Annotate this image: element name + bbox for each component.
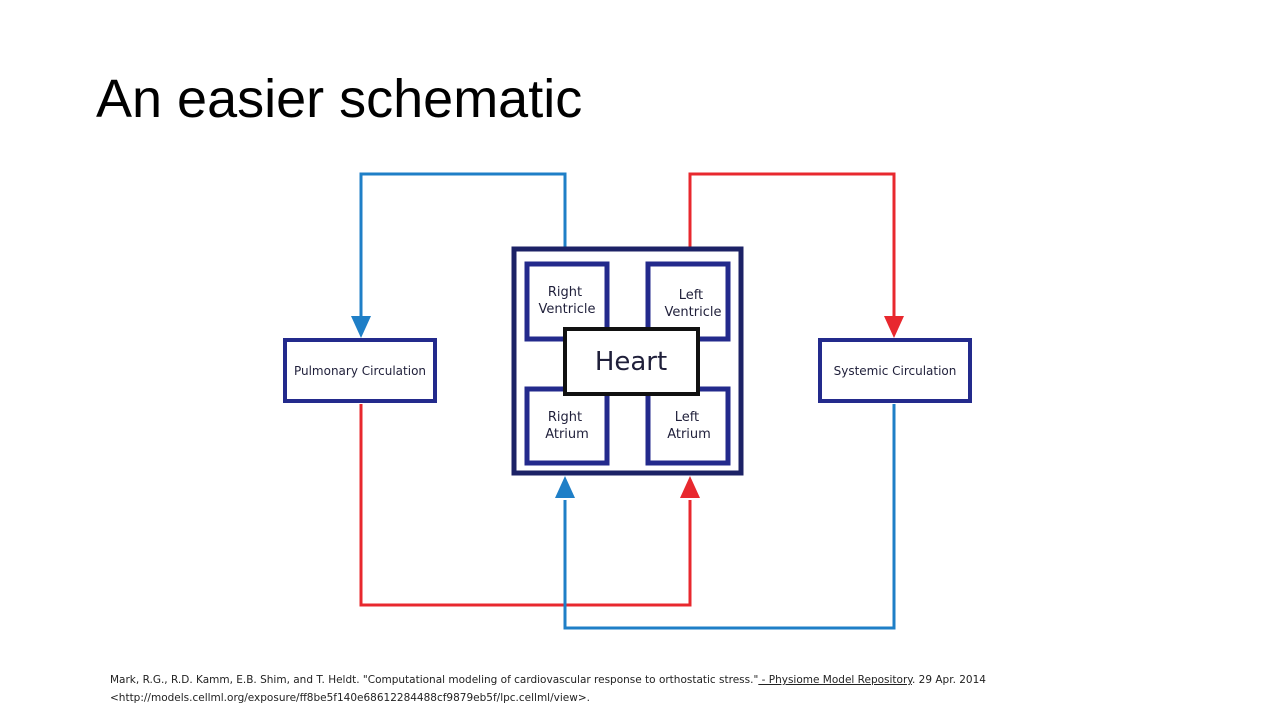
citation-date: . 29 Apr. 2014: [912, 674, 986, 686]
pulmonary-circulation-label: Pulmonary Circulation: [294, 364, 426, 378]
citation-authors-title: Mark, R.G., R.D. Kamm, E.B. Shim, and T.…: [110, 674, 759, 686]
citation: Mark, R.G., R.D. Kamm, E.B. Shim, and T.…: [110, 671, 1110, 707]
rv-to-pulmonary-line: [359, 172, 567, 320]
right-ventricle-box: [524, 261, 610, 342]
left-ventricle-label-line1: Left: [679, 288, 703, 303]
left-atrium-label-line1: Left: [675, 410, 699, 425]
systemic-to-ra-line: [563, 404, 896, 630]
right-ventricle-label: Right Ventricle: [539, 285, 596, 317]
right-ventricle-label-line2: Ventricle: [539, 302, 596, 317]
citation-line-1: Mark, R.G., R.D. Kamm, E.B. Shim, and T.…: [110, 671, 1110, 689]
heart-label: Heart: [595, 347, 667, 377]
right-atrium-label-line2: Atrium: [545, 427, 589, 442]
flow-lines: [359, 172, 896, 630]
pulmonary-circulation-box: [283, 338, 437, 403]
right-atrium-box: [524, 386, 610, 466]
pulmonary-to-la-line: [359, 404, 692, 607]
arrowheads: [351, 316, 904, 498]
slide-title: An easier schematic: [96, 69, 583, 129]
systemic-circulation-box: [818, 338, 972, 403]
right-atrium-label-line1: Right: [548, 410, 582, 425]
systemic-circulation-label: Systemic Circulation: [834, 364, 957, 378]
arrow-up-right-atrium: [555, 476, 575, 498]
arrow-down-systemic: [884, 316, 904, 338]
left-atrium-label-line2: Atrium: [667, 427, 711, 442]
left-atrium-box: [645, 386, 731, 466]
right-atrium-label: Right Atrium: [545, 410, 589, 442]
right-ventricle-label-line1: Right: [548, 285, 582, 300]
heart-core-box: [563, 327, 700, 396]
left-ventricle-label-line2: Ventricle: [665, 305, 722, 320]
left-ventricle-label: Left Ventricle: [665, 288, 722, 320]
arrow-down-pulmonary: [351, 316, 371, 338]
arrow-up-left-atrium: [680, 476, 700, 498]
lv-to-systemic-line: [688, 172, 896, 320]
left-atrium-label: Left Atrium: [667, 410, 711, 442]
citation-url: <http://models.cellml.org/exposure/ff8be…: [110, 692, 590, 704]
citation-repository-link[interactable]: - Physiome Model Repository: [758, 674, 912, 686]
left-ventricle-box: [645, 261, 731, 342]
